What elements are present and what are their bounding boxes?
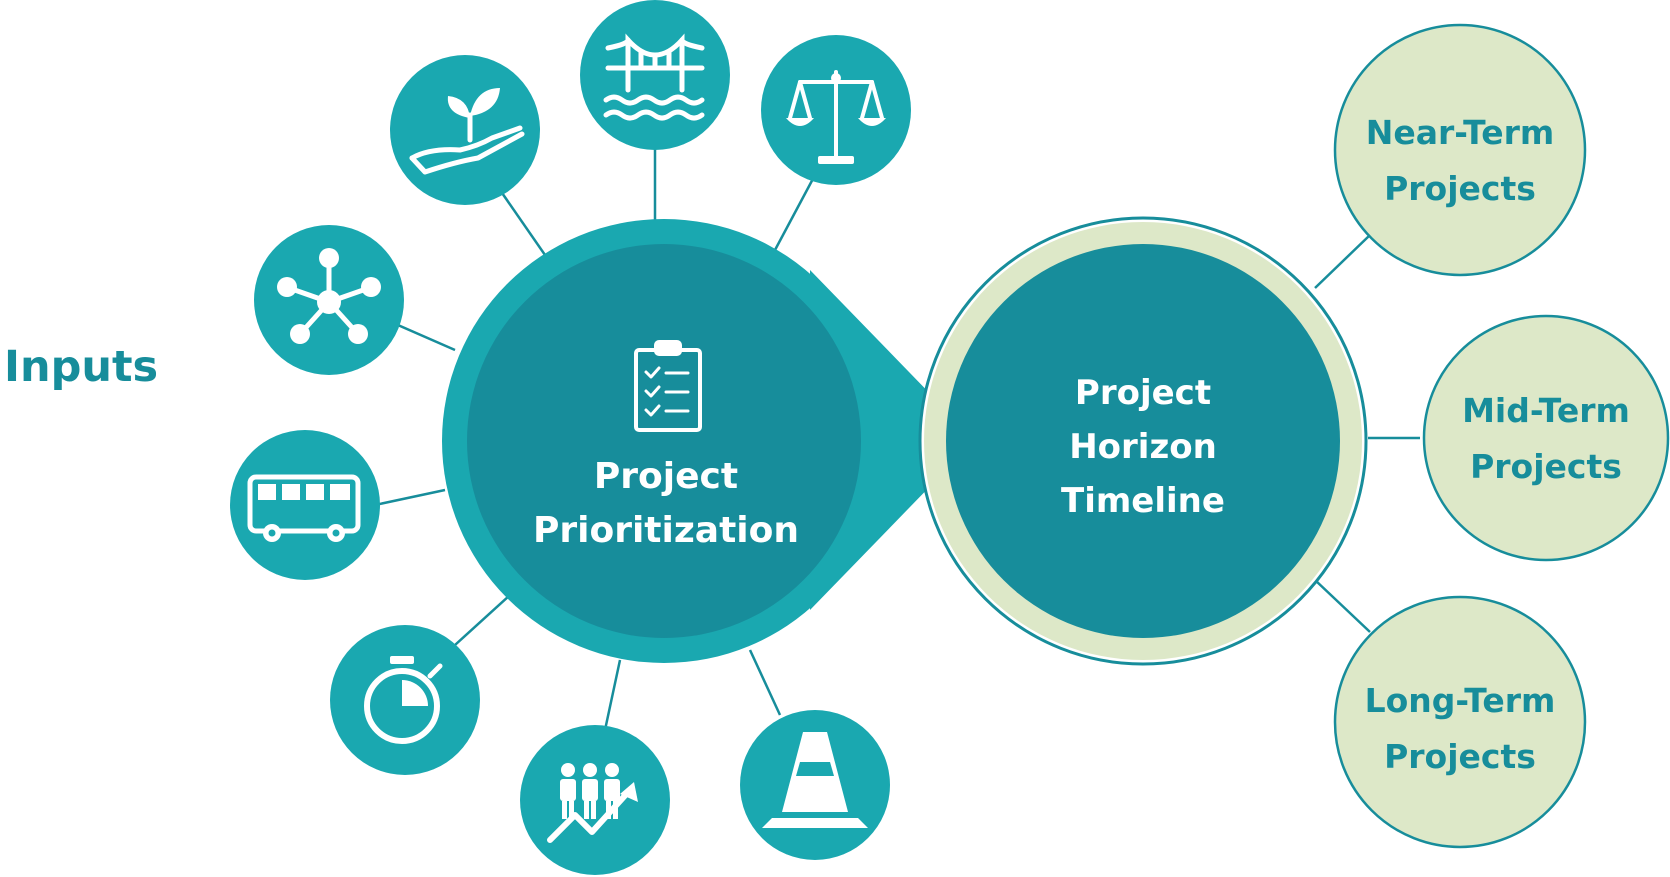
horizon-node: Project Horizon Timeline: [918, 216, 1368, 666]
inputs-label: Inputs: [4, 342, 158, 392]
output-mid-term: Mid-Term Projects: [1422, 314, 1670, 562]
stopwatch-icon: [330, 625, 480, 775]
network-hub-icon: [254, 225, 404, 375]
people-growth-chart-icon: [520, 725, 670, 875]
near-term-line2: Projects: [1384, 169, 1536, 208]
mid-term-line2: Projects: [1470, 447, 1622, 486]
horizon-title-line2: Horizon: [1069, 427, 1217, 467]
near-term-line1: Near-Term: [1366, 113, 1555, 152]
clipboard-checklist-icon: [634, 340, 702, 432]
connector-scale: [773, 174, 817, 251]
prioritization-title-line2: Prioritization: [533, 510, 799, 551]
connector-near-term: [1314, 234, 1371, 289]
bridge-over-water-icon: [580, 0, 730, 150]
output-connectors: [1314, 234, 1420, 633]
connector-cone: [748, 649, 782, 716]
long-term-line1: Long-Term: [1365, 681, 1556, 720]
connector-bus: [374, 488, 446, 507]
bus-icon: [230, 430, 380, 580]
long-term-line2: Projects: [1384, 737, 1536, 776]
horizon-title-line1: Project: [1075, 373, 1211, 413]
mid-term-line1: Mid-Term: [1462, 391, 1630, 430]
input-connectors: [374, 145, 817, 731]
connector-plant: [498, 189, 547, 256]
output-long-term: Long-Term Projects: [1333, 595, 1587, 849]
prioritization-node: Project Prioritization: [442, 219, 975, 663]
horizon-inner-circle: [946, 244, 1340, 638]
traffic-cone-icon: [740, 710, 890, 860]
balance-scale-icon: [761, 35, 911, 185]
connector-stopwatch: [454, 594, 511, 646]
prioritization-title-line1: Project: [594, 456, 738, 497]
prioritization-pointer: [810, 270, 975, 610]
connector-people: [603, 659, 622, 731]
plant-in-hand-icon: [390, 55, 540, 205]
connector-long-term: [1314, 579, 1371, 633]
output-near-term: Near-Term Projects: [1333, 23, 1587, 277]
horizon-title-line3: Timeline: [1061, 481, 1225, 521]
prioritization-inner-circle: [467, 244, 861, 638]
